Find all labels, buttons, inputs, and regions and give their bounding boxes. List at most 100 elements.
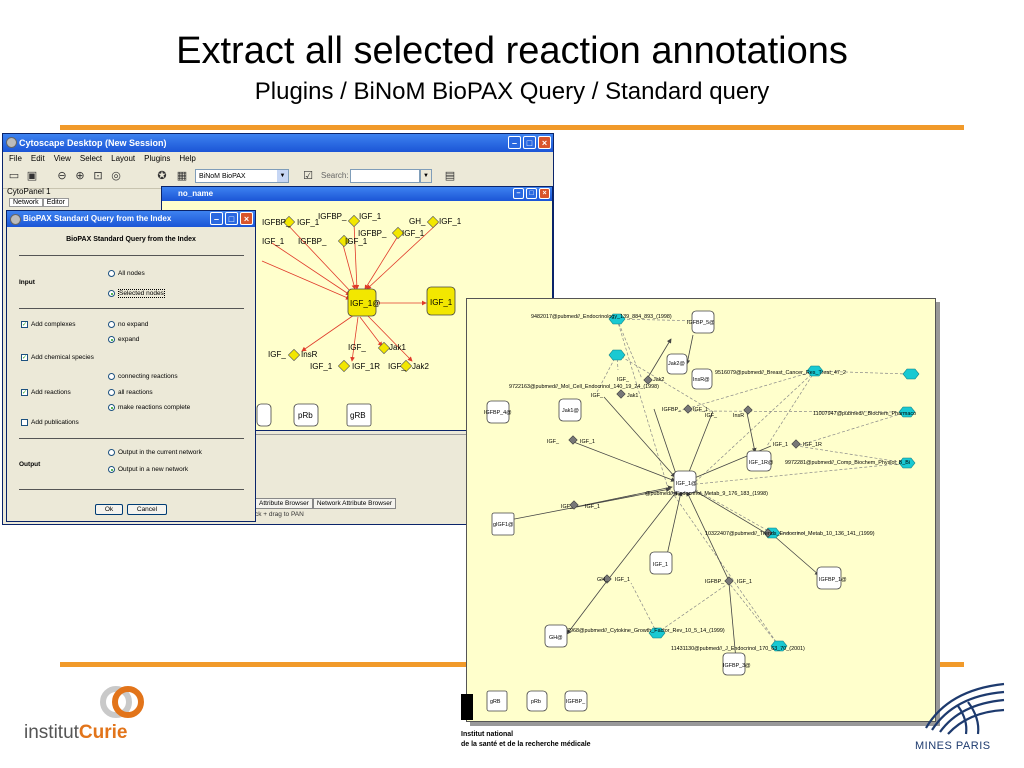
checkbox[interactable]: ✓ — [21, 354, 28, 361]
result-label: Jak1@ — [562, 408, 579, 414]
radio-button[interactable] — [108, 373, 115, 380]
result-label: IGF_1 — [585, 504, 600, 510]
result-label: InsR — [733, 413, 744, 419]
radio-label: all reactions — [118, 389, 153, 396]
node-label: Jak2 — [412, 362, 429, 371]
node-label: IGF_1 — [297, 218, 320, 227]
maximize-button[interactable]: □ — [523, 136, 536, 149]
radio-all-reactions[interactable]: all reactions — [108, 389, 153, 396]
radio-no-expand[interactable]: no expand — [108, 321, 148, 328]
dialog-minimize-button[interactable]: – — [210, 212, 223, 225]
window-title: Cytoscape Desktop (New Session) — [19, 138, 167, 148]
radio-button[interactable] — [108, 270, 115, 277]
radio-button[interactable] — [108, 321, 115, 328]
chevron-down-icon[interactable]: ▼ — [277, 170, 288, 182]
menu-help[interactable]: Help — [179, 154, 196, 163]
open-folder-icon[interactable]: ▭ — [8, 170, 20, 182]
plugin-select[interactable]: BiNoM BioPAX ▼ — [195, 169, 289, 183]
result-label: GH@ — [549, 635, 563, 641]
result-label: Jak2 — [653, 377, 664, 383]
checkbox[interactable] — [21, 419, 28, 426]
window-title-bar[interactable]: Cytoscape Desktop (New Session) – □ × — [3, 134, 553, 152]
dialog-title-bar[interactable]: BioPAX Standard Query from the Index – □… — [7, 211, 255, 227]
radio-selected-nodes[interactable]: Selected nodes — [108, 289, 165, 298]
menu-plugins[interactable]: Plugins — [144, 154, 171, 163]
node-label: IGF_1 — [402, 229, 425, 238]
node-label: IGF_1 — [359, 212, 382, 221]
result-label: IGF_1R@ — [749, 460, 773, 466]
output-label: Output — [19, 461, 41, 468]
check-add-complexes[interactable]: ✓Add complexes — [21, 321, 75, 328]
check-add-reactions[interactable]: ✓Add reactions — [21, 389, 71, 396]
node-label: IGF_1 — [262, 237, 285, 246]
menu-select[interactable]: Select — [79, 154, 103, 163]
search-config-icon[interactable]: ☑ — [303, 170, 313, 182]
save-icon[interactable]: ▣ — [26, 170, 38, 182]
radio-expand[interactable]: expand — [108, 336, 139, 343]
result-label: 9482017@pubmed//_Endocrinology_139_884_8… — [531, 314, 672, 320]
check-add-chemical-species[interactable]: ✓Add chemical species — [21, 354, 94, 361]
zoom-selected-icon[interactable]: ⊡ — [93, 170, 103, 182]
plugin-select-value: BiNoM BioPAX — [199, 173, 246, 180]
radio-button[interactable] — [108, 336, 115, 343]
radio-label: no expand — [118, 321, 149, 328]
result-label: IGF_1 — [693, 407, 708, 413]
menu-view[interactable]: View — [53, 154, 71, 163]
menu-file[interactable]: File — [9, 154, 22, 163]
node-label: IGF_ — [348, 343, 366, 352]
network-canvas[interactable]: IGFBP_ IGF_1 IGFBP_ IGF_1 GH_ IGF_1 IGFB… — [162, 201, 552, 430]
dialog-maximize-button[interactable]: □ — [225, 212, 238, 225]
checkbox[interactable]: ✓ — [21, 389, 28, 396]
radio-all-nodes[interactable]: All nodes — [108, 270, 145, 277]
result-label: IGFBP_ — [662, 407, 682, 413]
radio-button[interactable] — [108, 404, 115, 411]
cytopanel-header: CytoPanel 1 — [7, 186, 157, 198]
radio-button[interactable] — [108, 290, 115, 297]
result-label: gRB — [490, 699, 501, 705]
menu-layout[interactable]: Layout — [111, 154, 136, 163]
search-input[interactable] — [350, 169, 420, 183]
radio-label: All nodes — [118, 270, 145, 277]
check-add-publications[interactable]: Add publications — [21, 419, 79, 426]
menu-bar: File Edit View Select Layout Plugins Hel… — [3, 152, 553, 166]
top-divider — [60, 125, 964, 130]
radio-connecting-reactions[interactable]: connecting reactions — [108, 373, 178, 380]
zoom-fit-icon[interactable]: ◎ — [111, 170, 121, 182]
radio-button[interactable] — [108, 466, 115, 473]
result-label: IGF_1 — [615, 577, 630, 583]
result-network-panel[interactable]: 9482017@pubmed//_Endocrinology_139_884_8… — [466, 298, 936, 722]
radio-button[interactable] — [108, 389, 115, 396]
tab-editor[interactable]: Editor — [42, 198, 69, 207]
menu-edit[interactable]: Edit — [30, 154, 45, 163]
input-label: Input — [19, 279, 35, 286]
net-maximize-button[interactable]: □ — [526, 188, 537, 199]
radio-label: expand — [118, 336, 140, 343]
node-label: IGF_1 — [439, 217, 462, 226]
network-title: no_name — [178, 189, 214, 198]
tab-network[interactable]: Network — [9, 198, 43, 207]
radio-output-new[interactable]: Output in a new network — [108, 466, 188, 473]
ok-button[interactable]: Ok — [95, 504, 123, 515]
checkbox[interactable]: ✓ — [21, 321, 28, 328]
net-close-button[interactable]: × — [539, 188, 550, 199]
cancel-button[interactable]: Cancel — [127, 504, 167, 515]
close-button[interactable]: × — [538, 136, 551, 149]
radio-button[interactable] — [108, 449, 115, 456]
result-label: 11431130@pubmed//_J_Endocrinol_170_63_70… — [671, 646, 805, 652]
network-title-bar[interactable]: no_name – □ × — [162, 187, 552, 201]
search-dropdown-icon[interactable]: ▼ — [420, 169, 432, 183]
tab-attribute-browser[interactable]: Attribute Browser — [255, 498, 313, 509]
clipboard-icon[interactable]: ▤ — [444, 170, 456, 182]
lifebuoy-icon[interactable]: ✪ — [157, 170, 167, 182]
net-minimize-button[interactable]: – — [513, 188, 524, 199]
result-network-canvas[interactable]: 9482017@pubmed//_Endocrinology_139_884_8… — [467, 299, 935, 721]
dialog-close-button[interactable]: × — [240, 212, 253, 225]
minimize-button[interactable]: – — [508, 136, 521, 149]
plugin-icon[interactable]: ▦ — [176, 170, 188, 182]
tab-network-attribute-browser[interactable]: Network Attribute Browser — [312, 498, 396, 509]
radio-make-reactions-complete[interactable]: make reactions complete — [108, 404, 190, 411]
node-label: pRb — [298, 411, 313, 420]
radio-output-current[interactable]: Output in the current network — [108, 449, 202, 456]
zoom-in-icon[interactable]: ⊕ — [75, 170, 85, 182]
zoom-out-icon[interactable]: ⊖ — [57, 170, 67, 182]
